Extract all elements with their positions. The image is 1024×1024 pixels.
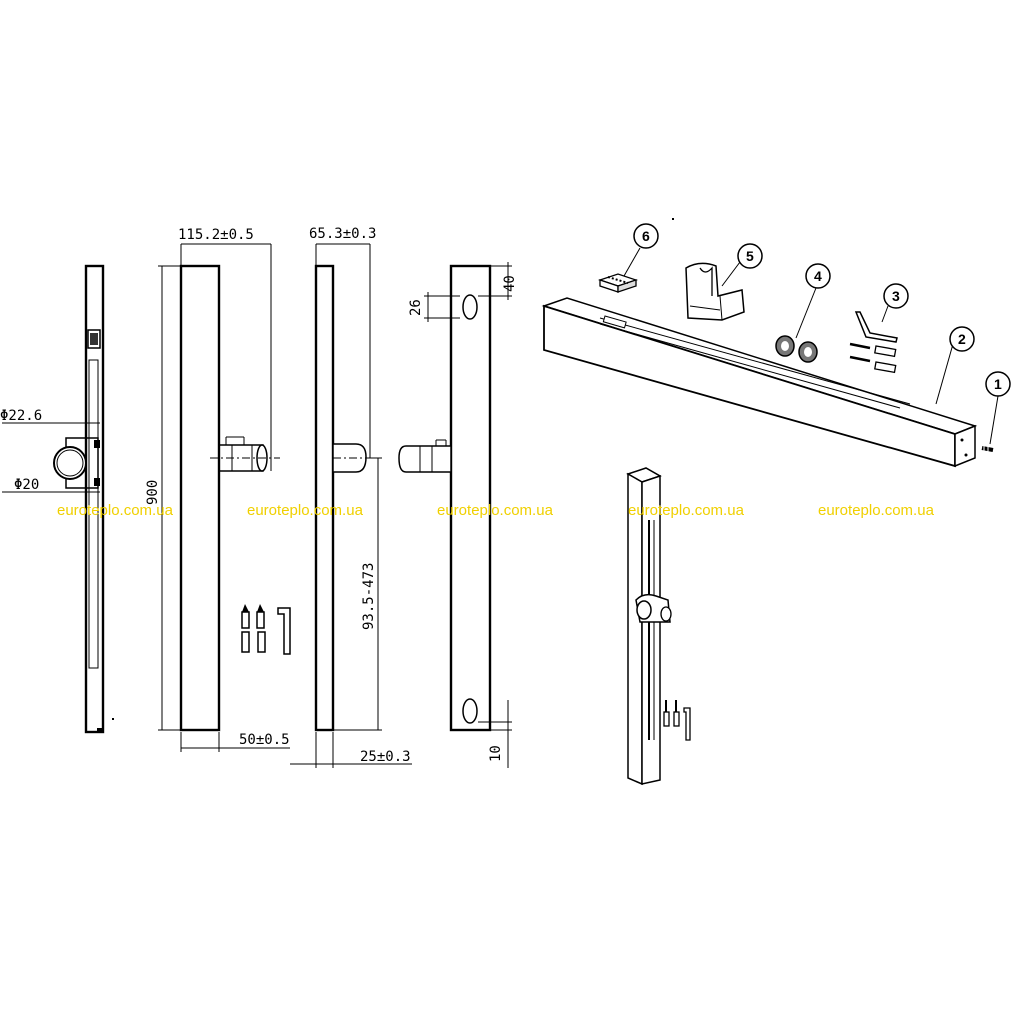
- dim-side-width: 25±0.3: [360, 749, 411, 765]
- dim-top-gap: 40: [502, 275, 518, 292]
- callout-label-1: 1: [994, 376, 1002, 392]
- callout-label-2: 2: [958, 331, 966, 347]
- watermark-1: euroteplo.com.ua: [57, 502, 174, 519]
- dim-top-offset: 26: [408, 299, 424, 316]
- side-view-bar-depth: 65.3±0.3 93.5-473 25±0.3: [290, 226, 412, 768]
- rear-view-offsets: 26 40 10: [398, 262, 518, 768]
- dim-bar-depth: 65.3±0.3: [309, 226, 376, 242]
- watermark-2: euroteplo.com.ua: [247, 502, 364, 519]
- callout-label-5: 5: [746, 248, 754, 264]
- dim-outer-diameter: Φ22.6: [0, 408, 42, 424]
- dim-bottom-gap: 10: [488, 745, 504, 762]
- watermark-3: euroteplo.com.ua: [437, 502, 554, 519]
- watermark-4: euroteplo.com.ua: [628, 502, 745, 519]
- callout-3: 3: [881, 283, 909, 323]
- fixing-kit-icon: [241, 604, 291, 655]
- screw-part: [981, 444, 994, 454]
- callout-6: 6: [623, 223, 659, 277]
- fixing-kit-small-icon: [663, 700, 691, 741]
- dim-slide-range: 93.5-473: [361, 563, 377, 630]
- callout-label-4: 4: [814, 268, 822, 284]
- exploded-assembly-view: 1 2 3 4 5 6: [541, 218, 1011, 468]
- callout-5: 5: [721, 243, 763, 287]
- callout-4: 4: [795, 263, 831, 339]
- side-view-with-holder: Φ22.6 Φ20: [0, 264, 114, 734]
- watermark-row: euroteplo.com.ua euroteplo.com.ua eurote…: [57, 502, 935, 519]
- shower-holder-part: [685, 262, 745, 321]
- dim-inner-diameter: Φ20: [14, 477, 39, 493]
- callout-2: 2: [935, 326, 975, 405]
- dim-total-length: 900: [145, 480, 161, 505]
- ring-nuts-part: [775, 335, 818, 363]
- dim-front-width: 50±0.5: [239, 732, 290, 748]
- callout-label-6: 6: [642, 228, 650, 244]
- clamp-block-part: [597, 273, 639, 293]
- front-view-holder-depth: 115.2±0.5 900 50±0.5: [145, 227, 291, 752]
- dim-holder-depth: 115.2±0.5: [178, 227, 254, 243]
- assembled-view: [626, 467, 691, 786]
- slide-rail-part: [541, 297, 978, 468]
- callout-1: 1: [985, 371, 1011, 445]
- hex-key-and-anchors-part: [849, 311, 898, 374]
- watermark-5: euroteplo.com.ua: [818, 502, 935, 519]
- callout-label-3: 3: [892, 288, 900, 304]
